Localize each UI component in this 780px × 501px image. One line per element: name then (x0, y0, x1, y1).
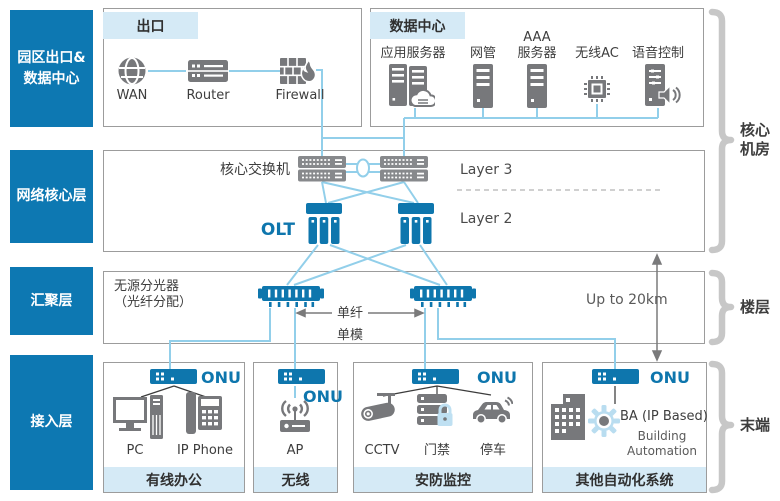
app-server-label: 应用服务器 (380, 46, 446, 61)
parking-label: 停车 (479, 443, 506, 458)
firewall-icon (280, 58, 317, 84)
ba-label: BA (IP Based) (620, 409, 708, 424)
wireless-ac-label: 无线AC (575, 46, 619, 61)
building-icon (551, 390, 585, 440)
door-access-icon (417, 394, 455, 430)
wired-office-footer: 有线办公 (104, 467, 244, 492)
door-access-label: 门禁 (423, 443, 450, 458)
olt-2-icon (398, 203, 434, 245)
core-room-brace (708, 8, 735, 254)
router-label: Router (186, 88, 230, 103)
voice-server-icon (645, 64, 681, 108)
globe-icon (116, 55, 148, 87)
access-box-wired: 有线办公 (103, 362, 245, 493)
core-room-label: 核心 机房 (740, 121, 771, 158)
layer2-label: Layer 2 (460, 211, 513, 227)
parking-icon (471, 396, 514, 426)
floor-brace (708, 269, 735, 346)
pc-icon (113, 393, 165, 441)
aggregation-layer-box (103, 271, 705, 344)
aaa-server-label: AAA 服务器 (517, 30, 557, 62)
nms-label: 网管 (469, 46, 496, 61)
ap-label: AP (286, 443, 304, 458)
fiber-type-label: 单纤 单模 (336, 306, 363, 344)
core-switch-1-icon (298, 156, 346, 182)
wireless-ac-chip-icon (584, 76, 610, 102)
onu-2-label: ONU (303, 387, 343, 406)
fiber-links (148, 69, 659, 398)
onu-1-label: ONU (201, 368, 241, 387)
onu-3-icon (412, 369, 459, 385)
app-server-icon (389, 64, 438, 108)
cctv-label: CCTV (364, 443, 400, 458)
onu-1-icon (150, 369, 197, 385)
distance-label: Up to 20km (586, 292, 668, 308)
layer3-label: Layer 3 (460, 162, 513, 178)
pc-label: PC (126, 443, 144, 458)
cctv-icon (359, 393, 403, 427)
onu-2-icon (278, 369, 325, 385)
aaa-server-icon (527, 64, 547, 108)
automation-footer: 其他自动化系统 (543, 467, 706, 492)
nms-server-icon (473, 64, 493, 108)
onu-4-label: ONU (650, 368, 690, 387)
security-footer: 安防监控 (354, 467, 532, 492)
onu-3-label: ONU (477, 368, 517, 387)
gear-icon (587, 404, 621, 438)
wan-label: WAN (116, 88, 148, 103)
wireless-footer: 无线 (254, 467, 337, 492)
layer-label-campus-dc: 园区出口& 数据中心 (10, 10, 93, 127)
layer-label-core: 网络核心层 (10, 150, 93, 243)
ip-phone-label: IP Phone (176, 443, 234, 458)
olt-label: OLT (260, 220, 295, 240)
terminal-label: 末端 (740, 416, 771, 434)
terminal-brace (708, 360, 735, 494)
fiber-type-arrows (295, 308, 425, 318)
core-switch-label: 核心交换机 (220, 162, 290, 178)
splitter-2-icon (410, 286, 476, 308)
splitter-label: 无源分光器 （光纤分配） (114, 279, 193, 311)
right-braces (708, 8, 735, 494)
olt-1-icon (306, 203, 342, 245)
ap-icon (276, 394, 314, 434)
distance-arrow (651, 253, 663, 362)
exit-tab: 出口 (103, 12, 198, 39)
stack-link-ring (356, 158, 370, 178)
floor-label: 楼层 (740, 298, 771, 316)
datacenter-tab: 数据中心 (370, 12, 465, 39)
voice-control-label: 语音控制 (631, 46, 684, 61)
firewall-label: Firewall (275, 88, 325, 103)
splitter-1-icon (258, 286, 324, 308)
onu-4-icon (592, 369, 639, 385)
layer-label-aggregation: 汇聚层 (10, 267, 93, 335)
ba-sub-label: Building Automation (627, 429, 697, 458)
router-icon (188, 60, 228, 82)
layer-label-access: 接入层 (10, 355, 93, 490)
ip-phone-icon (184, 391, 224, 435)
core-switch-2-icon (380, 156, 428, 182)
